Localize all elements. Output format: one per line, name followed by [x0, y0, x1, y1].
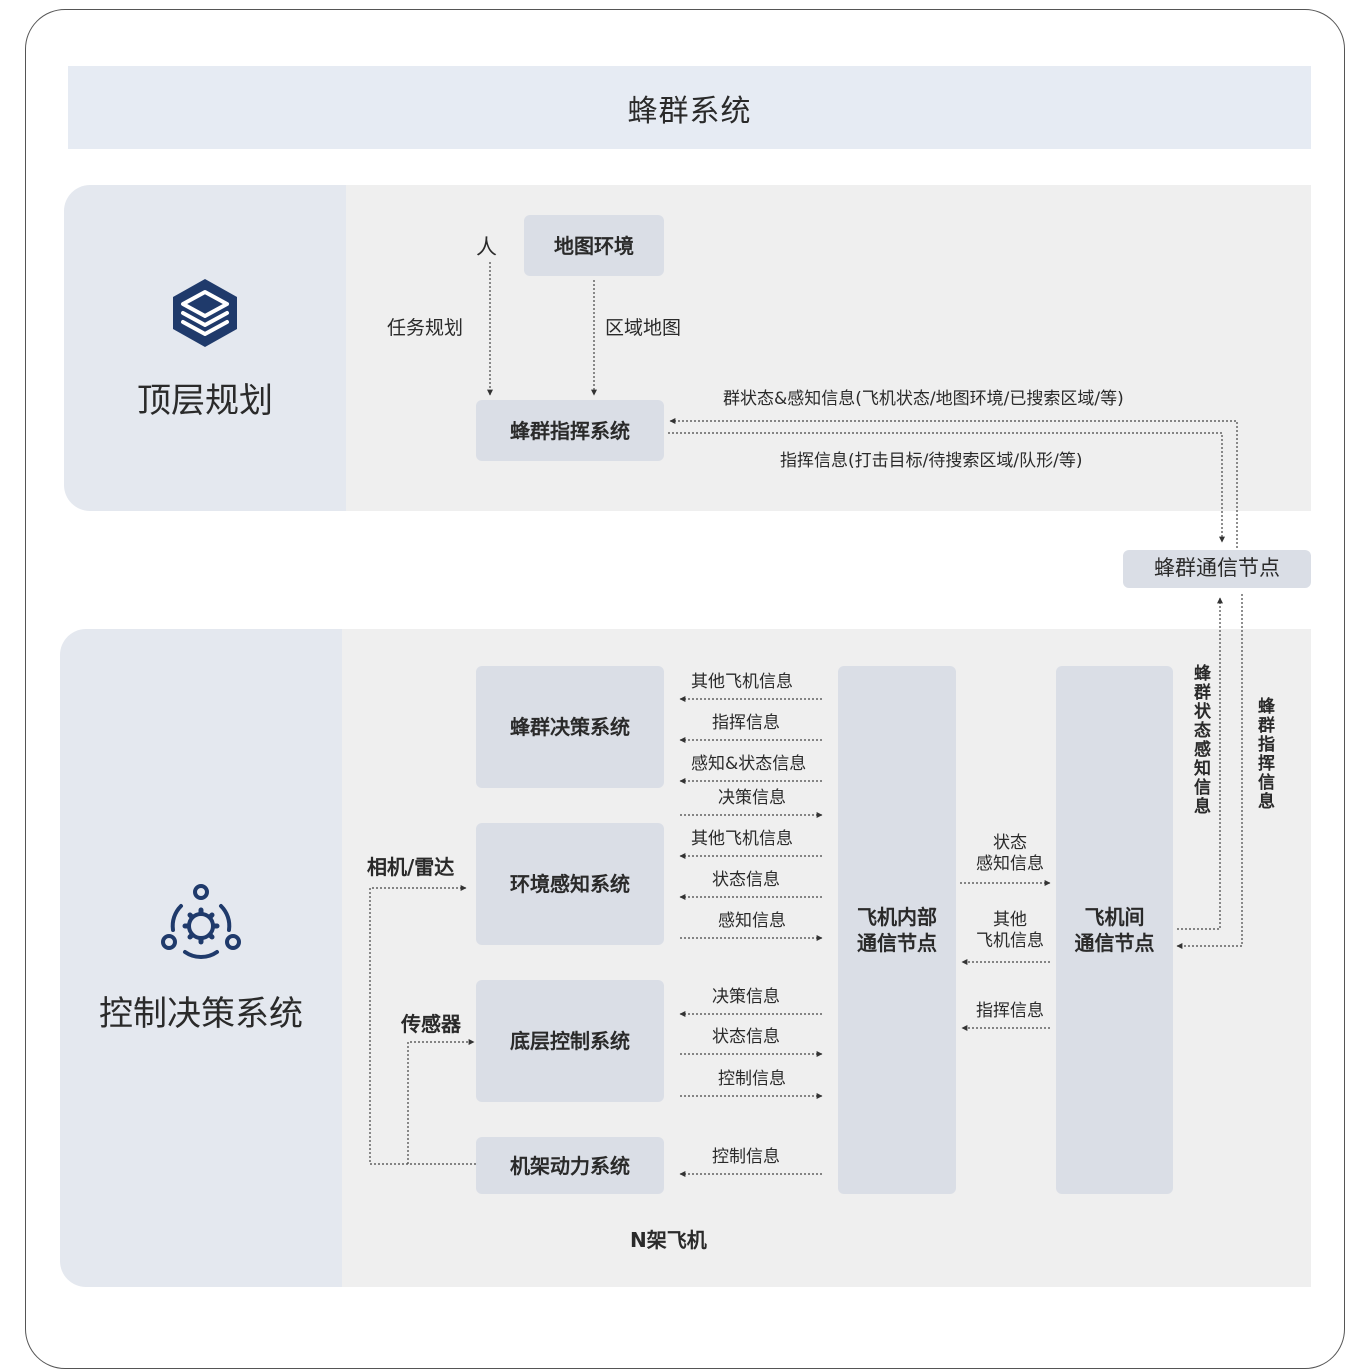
sensor-label: 传感器 — [401, 1012, 461, 1036]
flow-label: 控制信息 — [712, 1147, 780, 1167]
bottom-section-label: 控制决策系统 — [60, 629, 342, 1287]
task-planning-label: 任务规划 — [387, 317, 464, 339]
person-label: 人 — [476, 235, 497, 259]
flow-label: 决策信息 — [718, 788, 786, 808]
low-level-control-system-box: 底层控制系统 — [476, 980, 664, 1102]
top-section-label: 顶层规划 — [64, 185, 346, 511]
state-perception-info-label: 状态 感知信息 — [976, 833, 1044, 875]
top-section-title: 顶层规划 — [137, 380, 273, 421]
flow-label: 其他飞机信息 — [691, 829, 793, 849]
stacked-layers-icon — [167, 275, 243, 355]
flow-label: 控制信息 — [718, 1069, 786, 1089]
flow-label: 状态信息 — [712, 1027, 780, 1047]
area-map-label: 区域地图 — [605, 317, 682, 339]
flow-label: 其他飞机信息 — [691, 672, 793, 692]
internal-communication-node-box: 飞机内部 通信节点 — [838, 666, 956, 1194]
network-gear-icon — [159, 882, 243, 966]
environment-perception-system-box: 环境感知系统 — [476, 823, 664, 945]
swarm-state-perception-vertical-label: 蜂群状态感知信息 — [1190, 664, 1210, 816]
swarm-command-info-vertical-label: 蜂群指挥信息 — [1254, 697, 1274, 811]
swarm-command-system-box: 蜂群指挥系统 — [476, 400, 664, 461]
map-environment-box: 地图环境 — [524, 215, 664, 276]
bottom-section-title: 控制决策系统 — [99, 993, 303, 1034]
flow-label: 指挥信息 — [712, 713, 780, 733]
swarm-decision-system-box: 蜂群决策系统 — [476, 666, 664, 788]
flow-label: 状态信息 — [712, 870, 780, 890]
flow-label: 决策信息 — [712, 987, 780, 1007]
swarm-communication-node-box: 蜂群通信节点 — [1123, 550, 1311, 588]
other-aircraft-info-label: 其他 飞机信息 — [976, 910, 1044, 952]
flow-label: 感知信息 — [718, 911, 786, 931]
aircraft-count-label: N架飞机 — [630, 1228, 707, 1252]
airframe-power-system-box: 机架动力系统 — [476, 1137, 664, 1194]
inter-aircraft-communication-node-box: 飞机间 通信节点 — [1056, 666, 1173, 1194]
inter-node-label: 飞机间 通信节点 — [1074, 905, 1155, 955]
command-info-label: 指挥信息(打击目标/待搜索区域/队形/等) — [780, 451, 1083, 471]
swarm-state-info-label: 群状态&感知信息(飞机状态/地图环境/已搜索区域/等) — [723, 389, 1124, 409]
flow-label: 感知&状态信息 — [691, 754, 807, 774]
internal-node-label: 飞机内部 通信节点 — [857, 905, 937, 955]
command-info-label-mid: 指挥信息 — [976, 1001, 1044, 1021]
page-title: 蜂群系统 — [68, 66, 1311, 149]
camera-radar-label: 相机/雷达 — [367, 855, 455, 879]
